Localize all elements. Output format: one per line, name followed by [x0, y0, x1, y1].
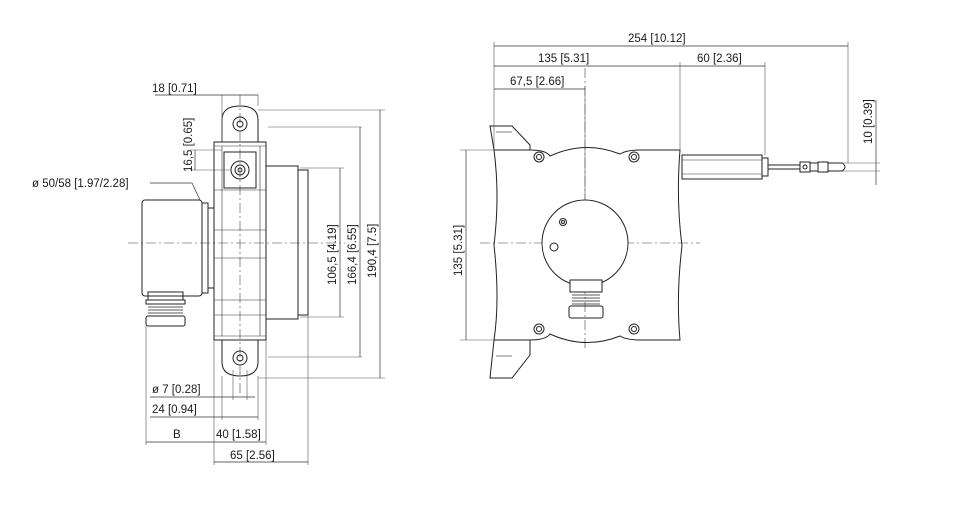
- dim-67-5: 67,5 [2.66]: [510, 76, 564, 88]
- encoder-housing: [141, 199, 215, 327]
- dim-b: B: [173, 429, 181, 441]
- dim-hole-diameter: ø 7 [0.28]: [152, 384, 201, 396]
- mounting-screws: [533, 151, 640, 335]
- dim-106-5: 106,5 [4.19]: [327, 224, 339, 285]
- dim-40: 40 [1.58]: [216, 429, 261, 441]
- dim-65: 65 [2.56]: [230, 450, 275, 462]
- mounting-plate: [493, 146, 683, 344]
- dim-135-top: 135 [5.31]: [538, 53, 589, 65]
- dim-190-4: 190,4 [7.5]: [367, 224, 379, 278]
- bottom-bracket: [489, 339, 531, 379]
- top-mounting-lug: [221, 105, 259, 142]
- bottom-mounting-lug: [221, 340, 259, 377]
- dim-135-side: 135 [5.31]: [453, 225, 465, 276]
- dim-housing-diameter: ø 50/58 [1.97/2.28]: [32, 178, 129, 190]
- front-view: 254 [10.12] 135 [5.31] 60 [2.36] 67,5 [2…: [453, 33, 880, 379]
- front-connector: [568, 279, 604, 319]
- dim-10: 10 [0.39]: [863, 99, 875, 144]
- wire-rope-exit: [681, 154, 846, 180]
- dim-166-4: 166,4 [6.55]: [347, 224, 359, 285]
- dim-254: 254 [10.12]: [628, 33, 686, 45]
- dim-60: 60 [2.36]: [697, 53, 742, 65]
- dim-16-5: 16,5 [0.65]: [183, 118, 195, 172]
- drum: [265, 165, 309, 320]
- top-bracket: [489, 125, 531, 151]
- dim-24: 24 [0.94]: [152, 404, 197, 416]
- dim-18: 18 [0.71]: [152, 83, 197, 95]
- side-view: 18 [0.71] 16,5 [0.65] ø 50/58 [1.97/2.28…: [32, 83, 385, 465]
